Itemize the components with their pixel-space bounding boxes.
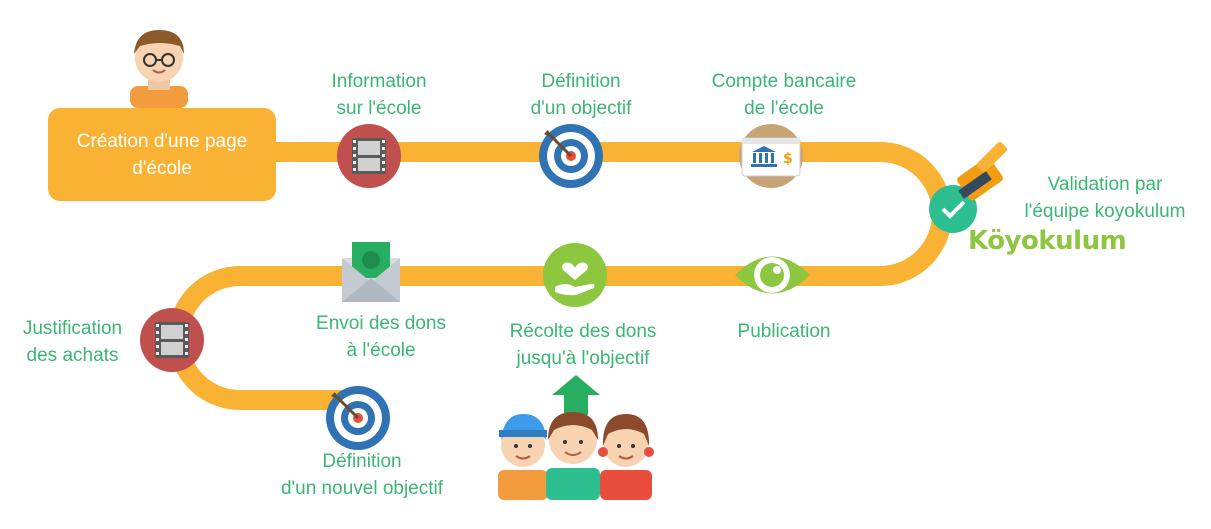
svg-text:$: $ [783, 151, 793, 167]
target-icon [326, 386, 390, 450]
label-justify: Justification des achats [22, 318, 123, 366]
label-bank: Compte bancaire de l'école [711, 71, 857, 119]
koyokulum-logo: Köyokulum [968, 226, 1127, 256]
children-icon [498, 412, 654, 500]
label-publication: Publication [737, 321, 831, 342]
target-icon [539, 124, 603, 188]
label-objective: Définition d'un objectif [530, 71, 632, 119]
eye-icon [735, 256, 810, 294]
label-info: Information sur l'école [331, 71, 427, 119]
up-arrow-icon [552, 375, 600, 415]
label-validation: Validation par l'équipe koyokulum [1024, 174, 1186, 222]
film-icon [140, 308, 204, 372]
label-new-objective: Définition d'un nouvel objectif [280, 451, 444, 499]
start-box: Création d'une page d'école [48, 108, 276, 201]
start-line1: Création d'une page [76, 130, 248, 152]
label-send: Envoi des dons à l'école [316, 313, 446, 361]
money-envelope-icon [342, 242, 400, 302]
heart-hand-icon [543, 243, 607, 307]
magic-wand-icon [957, 141, 1008, 201]
label-collect: Récolte des dons jusqu'à l'objectif [509, 321, 657, 369]
start-line2: d'école [132, 157, 192, 179]
person-avatar-icon [130, 30, 188, 108]
bank-check-icon: $ [739, 124, 803, 188]
film-icon [337, 124, 401, 188]
